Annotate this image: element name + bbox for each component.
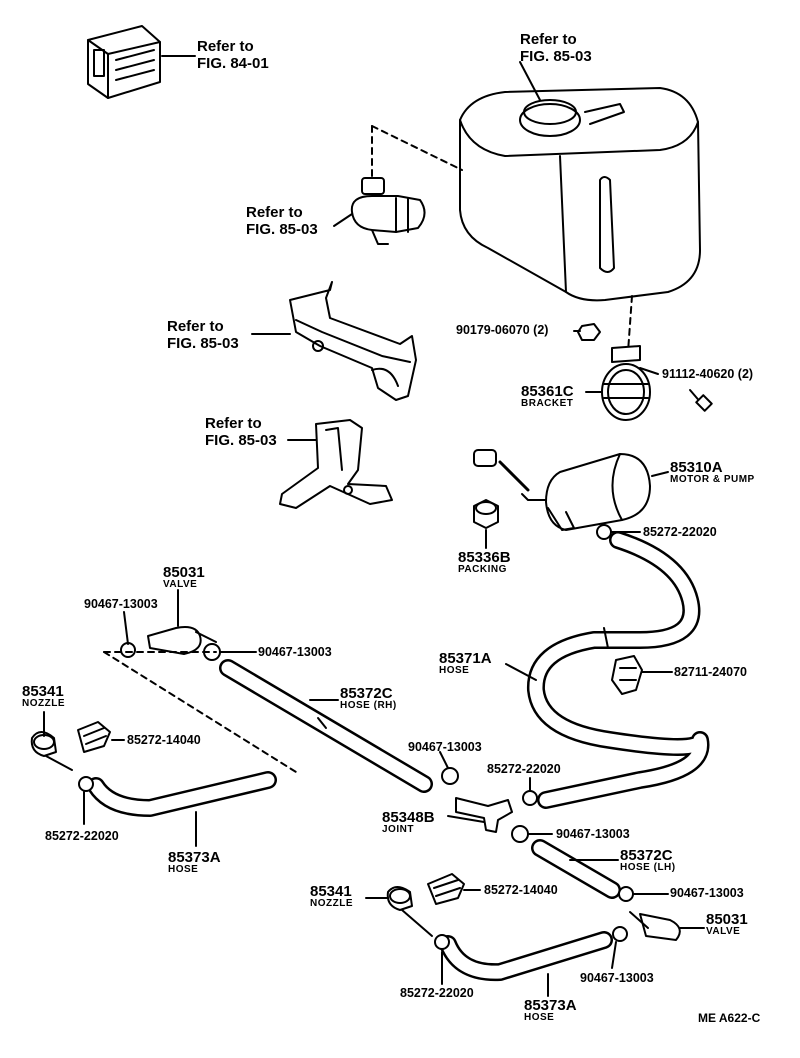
pump-icon — [350, 177, 426, 245]
clamp-right-lower-icon — [434, 934, 450, 950]
label-clamp-joint: 85272-22020 — [487, 762, 561, 776]
ref-bracket-upper: Refer to FIG. 85-03 — [167, 318, 239, 352]
label-clamp-right-lower: 85272-22020 — [400, 986, 474, 1000]
motor-pump-icon — [473, 449, 651, 531]
label-hose-lh: 85372C HOSE (LH) — [620, 847, 676, 873]
leader-hose-main — [505, 663, 537, 681]
relay-box-icon — [87, 25, 161, 99]
clip-nozzle-right-icon — [427, 873, 465, 905]
hose-left-lower-icon — [87, 771, 277, 817]
label-clip-valve-l2: 90467-13003 — [258, 645, 332, 659]
hose-lh-icon — [531, 839, 621, 899]
ref-pump: Refer to FIG. 85-03 — [246, 204, 318, 238]
bracket-lower-icon — [279, 419, 393, 509]
hose-right-lower-icon — [439, 931, 613, 982]
nut-icon — [577, 323, 601, 341]
label-nozzle-left: 85341 NOZZLE — [22, 683, 65, 709]
label-valve-right: 85031 VALVE — [706, 911, 748, 937]
washer-tank-icon — [459, 87, 701, 302]
clip-joint-bottom-icon — [511, 825, 529, 843]
valve-right-icon — [629, 911, 681, 941]
ref-fig8401: Refer to FIG. 84-01 — [197, 38, 269, 72]
hose-main-icon — [526, 531, 710, 809]
packing-icon — [473, 499, 499, 529]
label-hose-right-lower: 85373A HOSE — [524, 997, 577, 1023]
label-clip-valve-l1: 90467-13003 — [84, 597, 158, 611]
label-clip-valve-r2: 90467-13003 — [580, 971, 654, 985]
label-hose-main: 85371A HOSE — [439, 650, 492, 676]
clip-valve-r2-icon — [612, 926, 628, 942]
ref-bracket-lower: Refer to FIG. 85-03 — [205, 415, 277, 449]
label-clamp-left-lower: 85272-22020 — [45, 829, 119, 843]
label-joint: 85348B JOINT — [382, 809, 435, 835]
label-hose-clamp: 82711-24070 — [674, 665, 747, 679]
label-hose-left-lower: 85373A HOSE — [168, 849, 221, 875]
label-hose-rh: 85372C HOSE (RH) — [340, 685, 397, 711]
label-clip-nozzle-right: 85272-14040 — [484, 883, 558, 897]
clamp-left-lower-icon — [78, 776, 94, 792]
label-bolt: 91112-40620 (2) — [662, 367, 754, 381]
figure-code: ME A622-C — [698, 1011, 761, 1025]
nozzle-right-icon — [386, 886, 433, 937]
hose-clamp-icon — [611, 655, 643, 695]
label-nut: 90179-06070 (2) — [456, 323, 549, 337]
label-clamp-motor: 85272-22020 — [643, 525, 717, 539]
label-bracket: 85361C BRACKET — [521, 383, 574, 409]
nozzle-left-icon — [30, 731, 73, 771]
bracket-upper-icon — [289, 281, 417, 401]
joint-icon — [455, 797, 513, 833]
leader-pump — [333, 213, 353, 227]
bolt-icon — [689, 389, 713, 412]
label-clip-valve-r1: 90467-13003 — [670, 886, 744, 900]
ref-tank: Refer to FIG. 85-03 — [520, 31, 592, 65]
label-clip-joint-bottom: 90467-13003 — [556, 827, 630, 841]
label-clip-joint-top: 90467-13003 — [408, 740, 482, 754]
label-packing: 85336B PACKING — [458, 549, 511, 575]
clamp-icon — [596, 524, 612, 540]
label-nozzle-right: 85341 NOZZLE — [310, 883, 353, 909]
label-valve-left: 85031 VALVE — [163, 564, 205, 590]
clip-joint-top-icon — [441, 767, 459, 785]
clip-valve-r1-icon — [618, 886, 634, 902]
label-clip-nozzle-left: 85272-14040 — [127, 733, 201, 747]
leader-tank — [519, 61, 541, 101]
label-motor: 85310A MOTOR & PUMP — [670, 459, 755, 485]
hose-rh-icon — [219, 659, 433, 793]
valve-left-icon — [120, 626, 221, 661]
leader-bolt — [639, 367, 659, 375]
bracket-85361c-icon — [601, 345, 651, 421]
clamp-joint-icon — [522, 790, 538, 806]
leader-motor — [651, 471, 669, 477]
clip-nozzle-left-icon — [77, 721, 111, 753]
